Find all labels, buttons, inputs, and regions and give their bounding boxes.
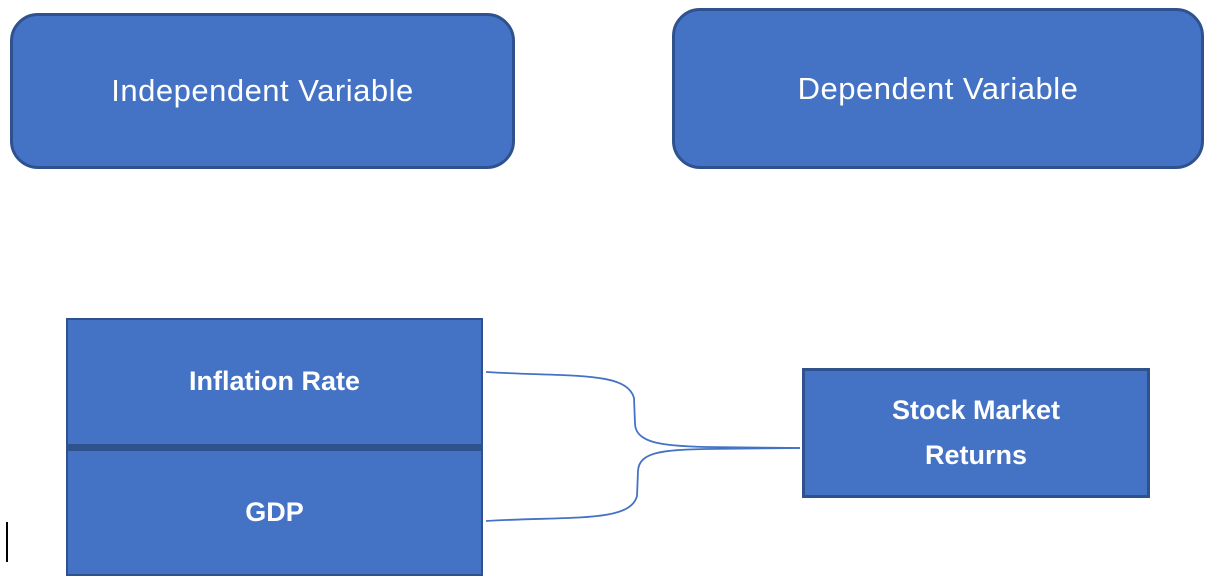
connector-inflation-to-returns[interactable] — [485, 371, 801, 449]
dependent-variable-label: Dependent Variable — [797, 70, 1079, 106]
table-row-inflation-rate[interactable]: Inflation Rate — [68, 320, 481, 451]
connector-gdp-to-returns[interactable] — [485, 447, 801, 522]
inflation-rate-label: Inflation Rate — [188, 366, 360, 397]
gdp-label: GDP — [245, 496, 304, 527]
stock-market-returns-label: Stock Market Returns — [891, 395, 1061, 470]
dependent-variable-shape[interactable]: Dependent Variable — [672, 8, 1204, 169]
independent-variable-label: Independent Variable — [111, 73, 414, 108]
independent-variables-table[interactable]: Inflation Rate GDP — [66, 318, 483, 576]
table-row-gdp[interactable]: GDP — [68, 451, 481, 575]
text-cursor — [6, 522, 8, 562]
independent-variable-shape[interactable]: Independent Variable — [10, 13, 515, 169]
stock-market-returns-box[interactable]: Stock Market Returns — [802, 368, 1150, 498]
